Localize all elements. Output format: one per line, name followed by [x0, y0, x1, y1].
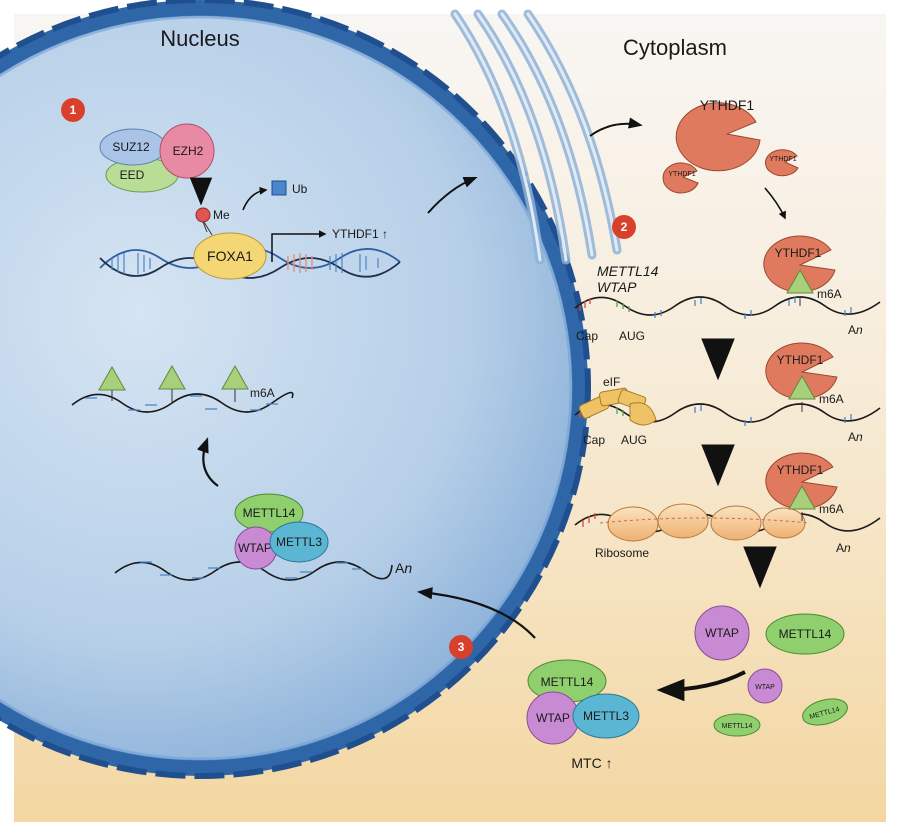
poly-a-label-2: An	[848, 430, 863, 444]
mrna-strand-1	[574, 296, 881, 319]
wtap-label-large: WTAP	[705, 626, 739, 640]
svg-text:YTHDF1: YTHDF1	[777, 353, 824, 367]
m6a-label-nuclear: m6A	[250, 386, 275, 400]
ribosome-label: Ribosome	[595, 546, 649, 560]
methylated-mrna	[71, 364, 294, 413]
mettl14-gene-label: METTL14	[597, 263, 659, 279]
ythdf1-bound-1: YTHDF1 m6A	[763, 235, 842, 306]
mrna-strand-2	[574, 403, 881, 426]
aug-label-2: AUG	[621, 433, 647, 447]
svg-text:WTAP: WTAP	[238, 541, 272, 555]
ythdf1-up-label: YTHDF1 ↑	[332, 227, 388, 241]
svg-text:METTL14: METTL14	[243, 506, 296, 520]
me-label: Me	[213, 208, 230, 222]
svg-text:m6A: m6A	[819, 392, 844, 406]
import-arrow	[416, 587, 536, 639]
svg-text:m6A: m6A	[819, 502, 844, 516]
foxa1-label: FOXA1	[207, 248, 253, 264]
ythdf1-small-right: YTHDF1	[764, 149, 799, 177]
aug-label-1: AUG	[619, 329, 645, 343]
svg-text:WTAP: WTAP	[755, 684, 775, 691]
wtap-gene-label: WTAP	[597, 279, 637, 295]
step-3-badge: 3	[449, 635, 473, 659]
ythdf1-large-label: YTHDF1	[700, 97, 755, 113]
poly-a-label-1: An	[848, 323, 863, 337]
methyl-group: Me	[195, 207, 230, 233]
svg-text:YTHDF1: YTHDF1	[769, 156, 796, 163]
svg-text:METTL3: METTL3	[276, 535, 322, 549]
eif-label: eIF	[603, 375, 620, 389]
svg-text:3: 3	[458, 640, 465, 654]
poly-a-label-3: An	[836, 541, 851, 555]
suz12-label: SUZ12	[112, 140, 150, 154]
svg-text:YTHDF1: YTHDF1	[668, 171, 695, 178]
prc2-complex: EED SUZ12 EZH2	[99, 123, 215, 193]
svg-text:YTHDF1: YTHDF1	[777, 463, 824, 477]
export-arrow	[427, 176, 478, 214]
mtc-up-label: MTC ↑	[571, 755, 612, 771]
foxa1-protein: FOXA1	[193, 221, 267, 280]
ythdf1-small-left: YTHDF1	[662, 162, 699, 194]
svg-text:1: 1	[70, 103, 77, 117]
ythdf1-bound-3: YTHDF1 m6A	[765, 452, 844, 521]
ezh2-label: EZH2	[173, 144, 204, 158]
svg-text:2: 2	[621, 220, 628, 234]
ubiquitin: Ub	[271, 180, 308, 196]
svg-text:WTAP: WTAP	[536, 711, 570, 725]
cytoplasm-label: Cytoplasm	[623, 35, 727, 60]
step-2-badge: 2	[612, 215, 636, 239]
ribosomes	[599, 503, 811, 542]
cap-label-1: Cap	[576, 329, 598, 343]
step-1-badge: 1	[61, 98, 85, 122]
eed-label: EED	[120, 168, 145, 182]
ubiquitination-arrow	[242, 186, 268, 211]
svg-text:METTL14: METTL14	[541, 675, 594, 689]
svg-text:METTL3: METTL3	[583, 709, 629, 723]
ythdf1-large: YTHDF1	[675, 97, 761, 172]
mettl14-label-large: METTL14	[779, 627, 832, 641]
mtc-complex: METTL14 WTAP METTL3	[526, 659, 640, 745]
svg-text:YTHDF1: YTHDF1	[775, 246, 822, 260]
methylation-arrow	[196, 437, 219, 487]
nucleus	[0, 0, 591, 779]
transcription-arrow	[271, 230, 327, 262]
translation-arrow	[589, 117, 643, 137]
ub-label: Ub	[292, 182, 308, 196]
ythdf1-bound-2: YTHDF1 m6A	[765, 342, 844, 412]
nucleus-label: Nucleus	[160, 26, 239, 51]
nuclear-mtc: METTL14 WTAP METTL3	[234, 493, 329, 570]
assembly-arrow	[656, 670, 746, 702]
svg-text:METTL14: METTL14	[722, 723, 753, 730]
cap-label-2: Cap	[583, 433, 605, 447]
translated-proteins: WTAP METTL14 WTAP METTL14 METTL14	[694, 605, 848, 737]
nuclear-mrna	[114, 561, 393, 581]
poly-a-label-nuclear: An	[395, 560, 412, 576]
svg-text:m6A: m6A	[817, 287, 842, 301]
eif-complex: eIF	[578, 375, 657, 426]
